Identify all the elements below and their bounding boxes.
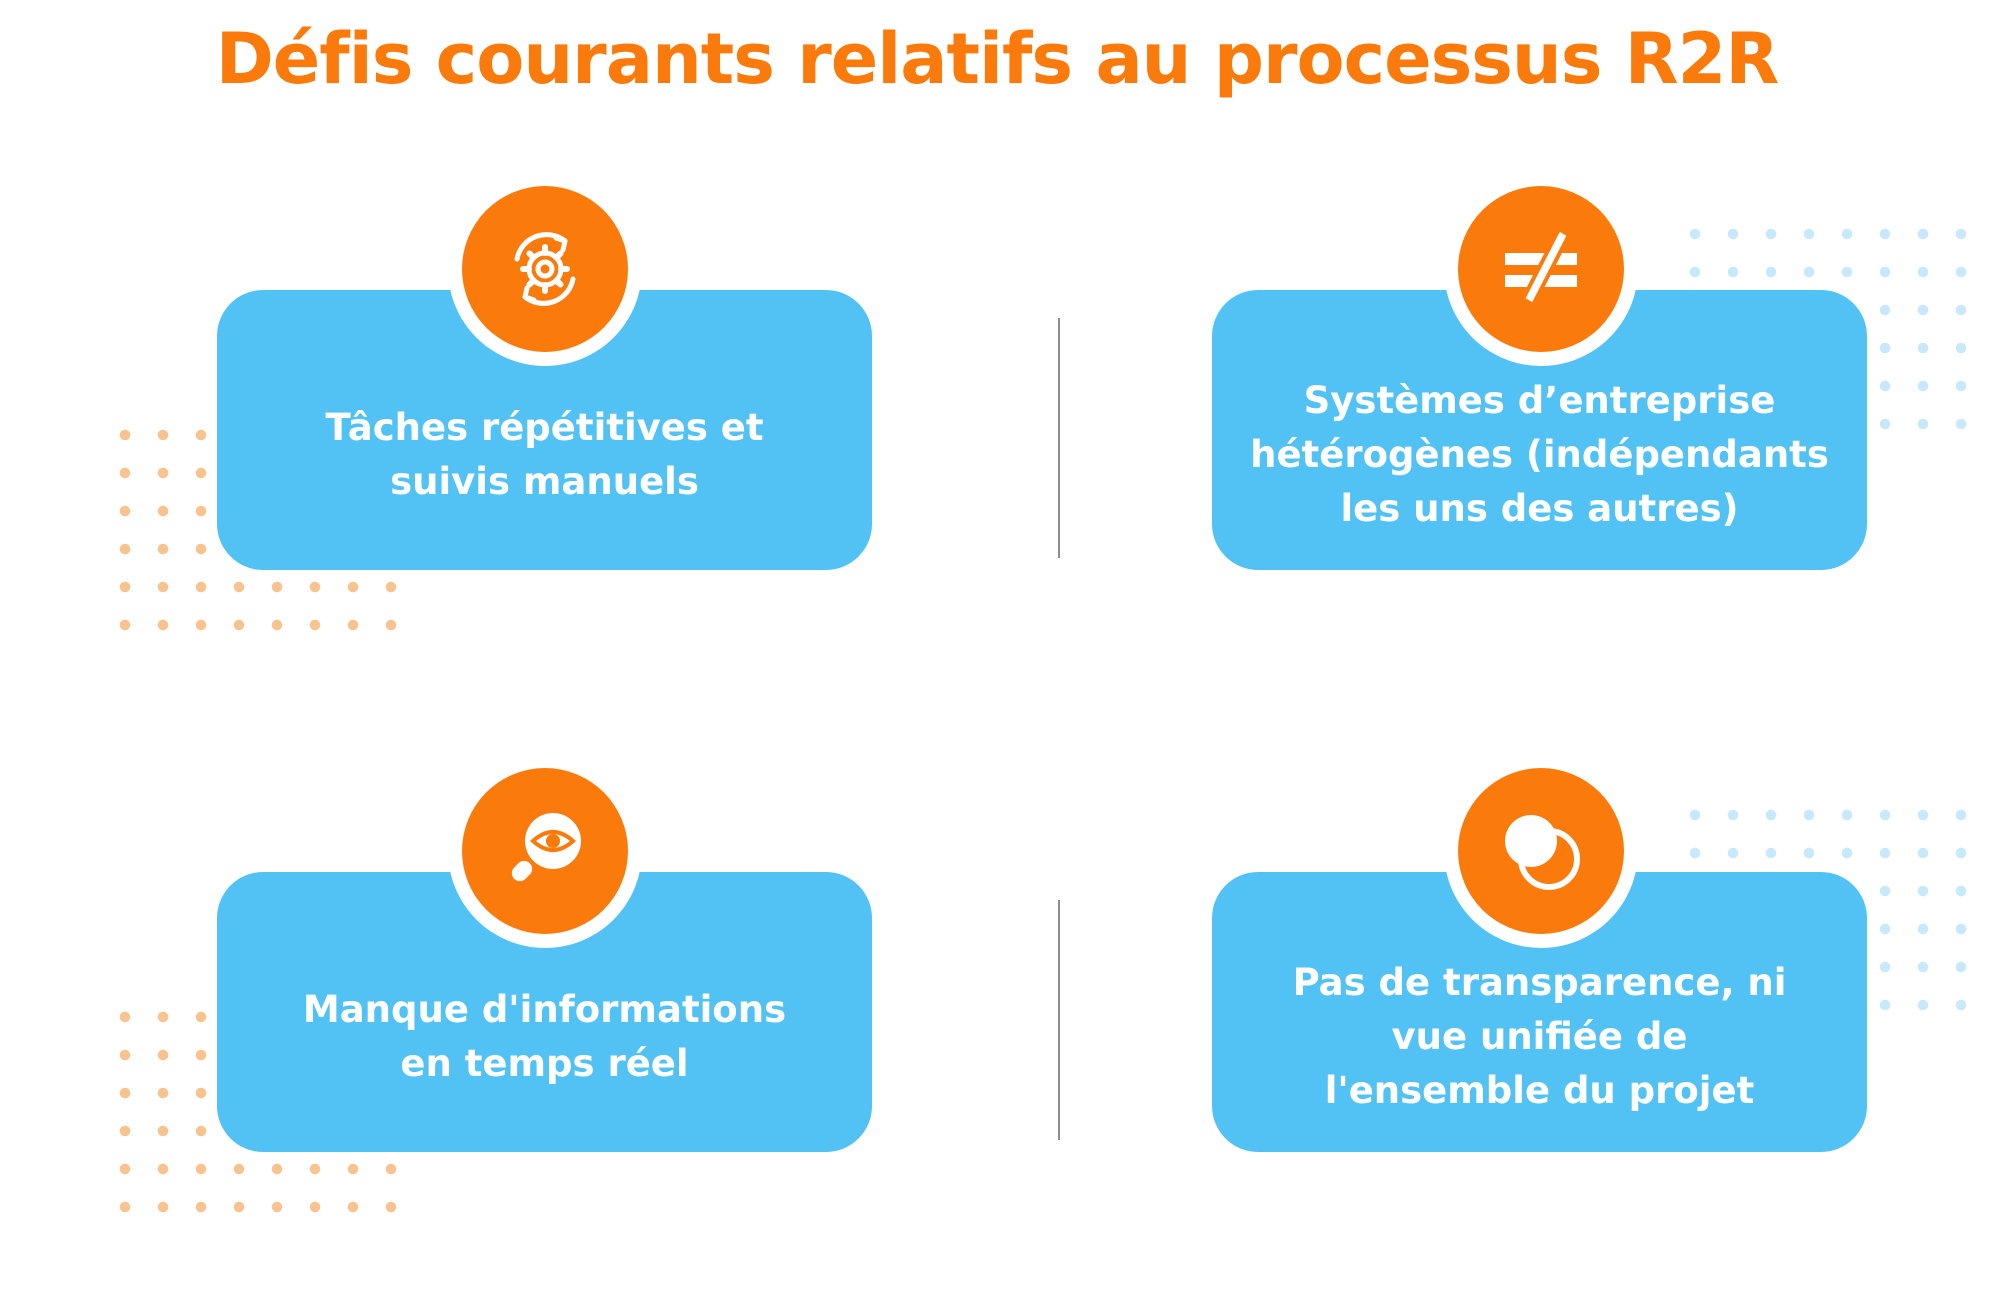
divider-top	[1058, 318, 1060, 558]
decorative-dots-orange-bottom-row	[220, 1150, 410, 1226]
decorative-dots-blue-bottom-col	[1866, 872, 1980, 1024]
decorative-dots-blue-top	[1676, 215, 1980, 291]
badge-not-equal	[1444, 172, 1638, 366]
page-title: Défis courants relatifs au processus R2R	[215, 18, 1780, 100]
challenge-card-heterogeneous-systems: Systèmes d’entreprise hétérogènes (indép…	[1212, 290, 1867, 570]
not-equal-icon	[1505, 226, 1577, 308]
badge-overlapping-circles	[1444, 754, 1638, 948]
card-text: Systèmes d’entreprise hétérogènes (indép…	[1250, 379, 1829, 530]
decorative-dots-blue-bottom	[1676, 796, 1980, 872]
decorative-dots-orange-bottom	[106, 998, 220, 1226]
gear-cycle-icon	[514, 232, 576, 306]
decorative-dots-orange-top-row	[220, 568, 410, 644]
divider-bottom	[1058, 900, 1060, 1140]
card-text: Pas de transparence, ni vue unifiée de l…	[1292, 961, 1787, 1112]
badge-gear-cycle	[448, 172, 642, 366]
decorative-dots-orange-top	[106, 416, 220, 644]
badge-magnifier-eye	[448, 754, 642, 948]
card-text: Manque d'informations en temps réel	[302, 988, 787, 1085]
magnifier-eye-icon	[511, 813, 581, 882]
card-text: Tâches répétitives et suivis manuels	[325, 406, 764, 503]
overlapping-circles-icon	[1505, 815, 1580, 890]
decorative-dots-blue-top-col	[1866, 291, 1980, 443]
